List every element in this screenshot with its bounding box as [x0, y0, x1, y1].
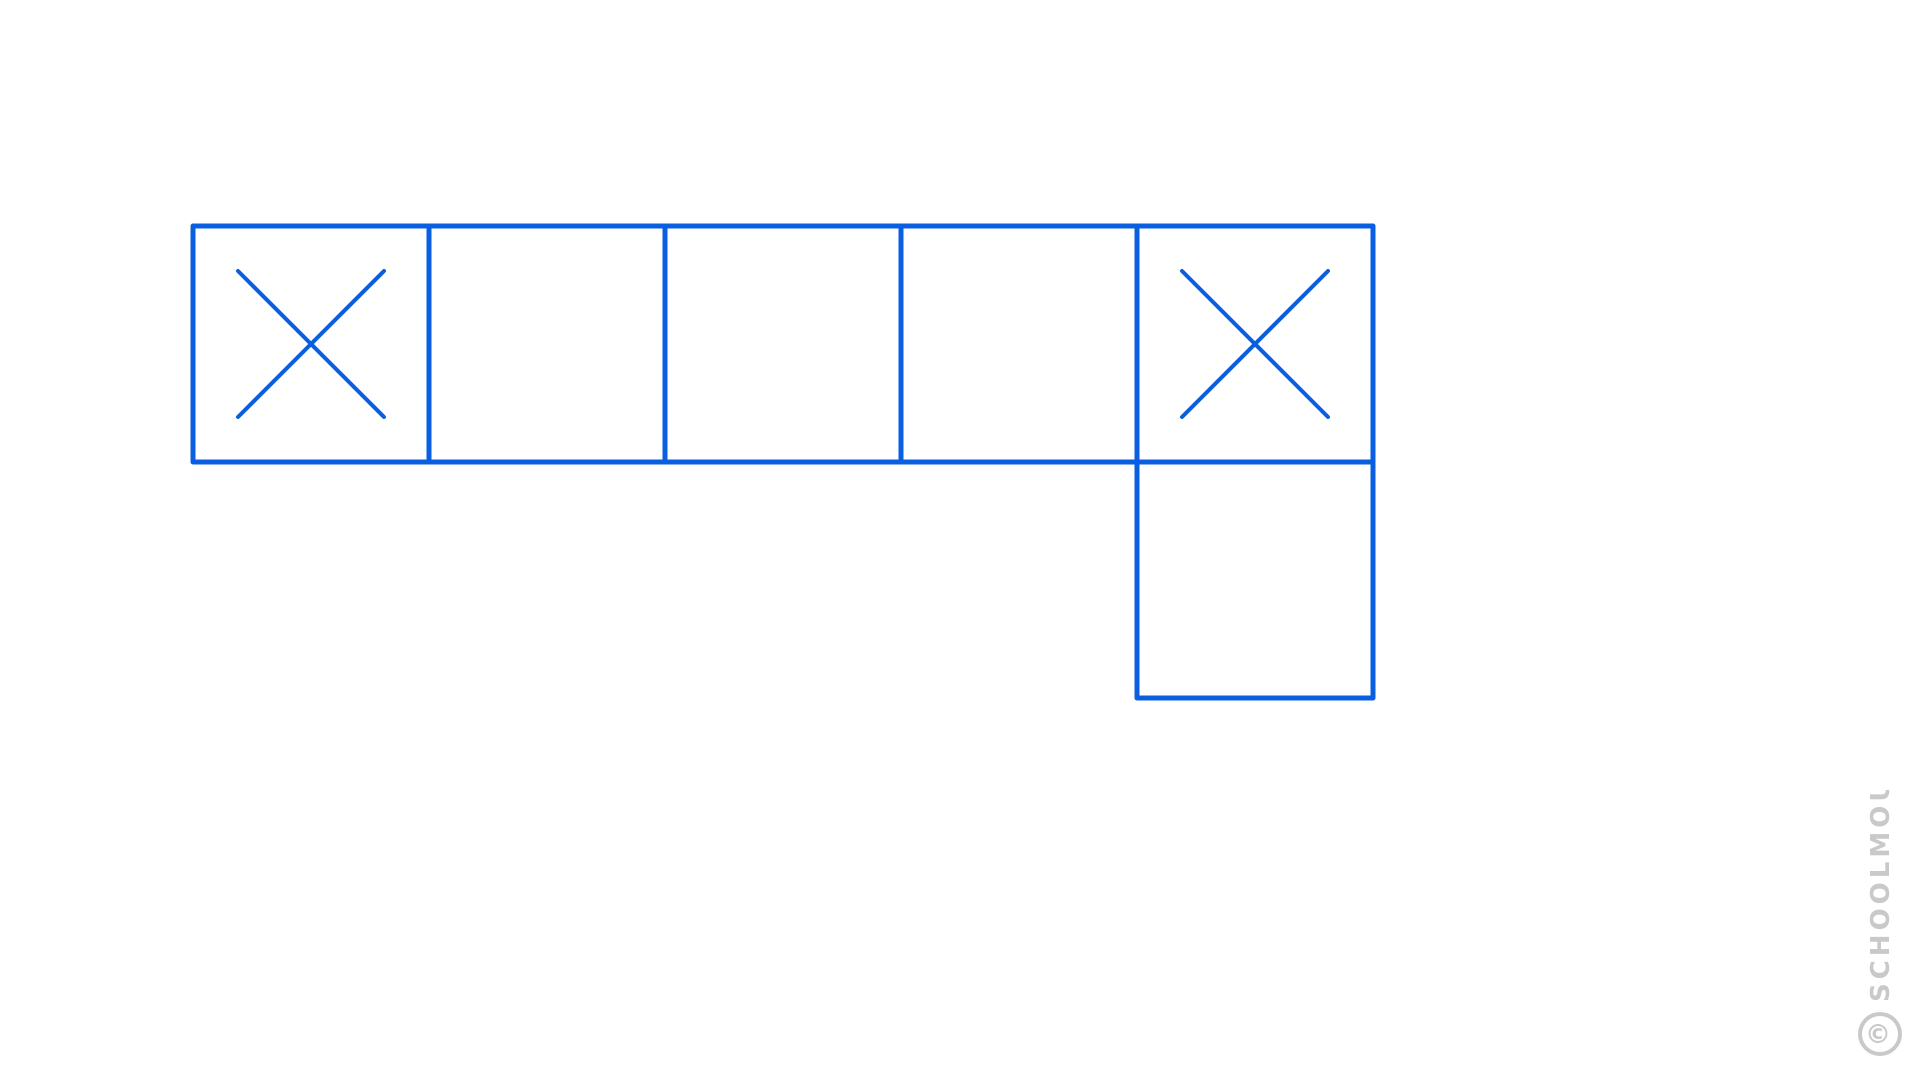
- net-square-r1-c2: [426, 223, 668, 465]
- cube-net: [190, 223, 1376, 701]
- cross-mark-line-r1-c5-b: [1180, 269, 1330, 419]
- cross-mark-line-r1-c1-b: [236, 269, 386, 419]
- schoolmouv-watermark: © SCHOOLMOUV: [1858, 790, 1902, 1056]
- watermark-text: SCHOOLMOUV: [1866, 790, 1896, 1002]
- net-square-r1-c4: [898, 223, 1140, 465]
- copyright-symbol: ©: [1865, 1020, 1895, 1050]
- copyright-icon: ©: [1858, 1012, 1902, 1056]
- net-square-r1-c3: [662, 223, 904, 465]
- net-square-r2-c5: [1134, 459, 1376, 701]
